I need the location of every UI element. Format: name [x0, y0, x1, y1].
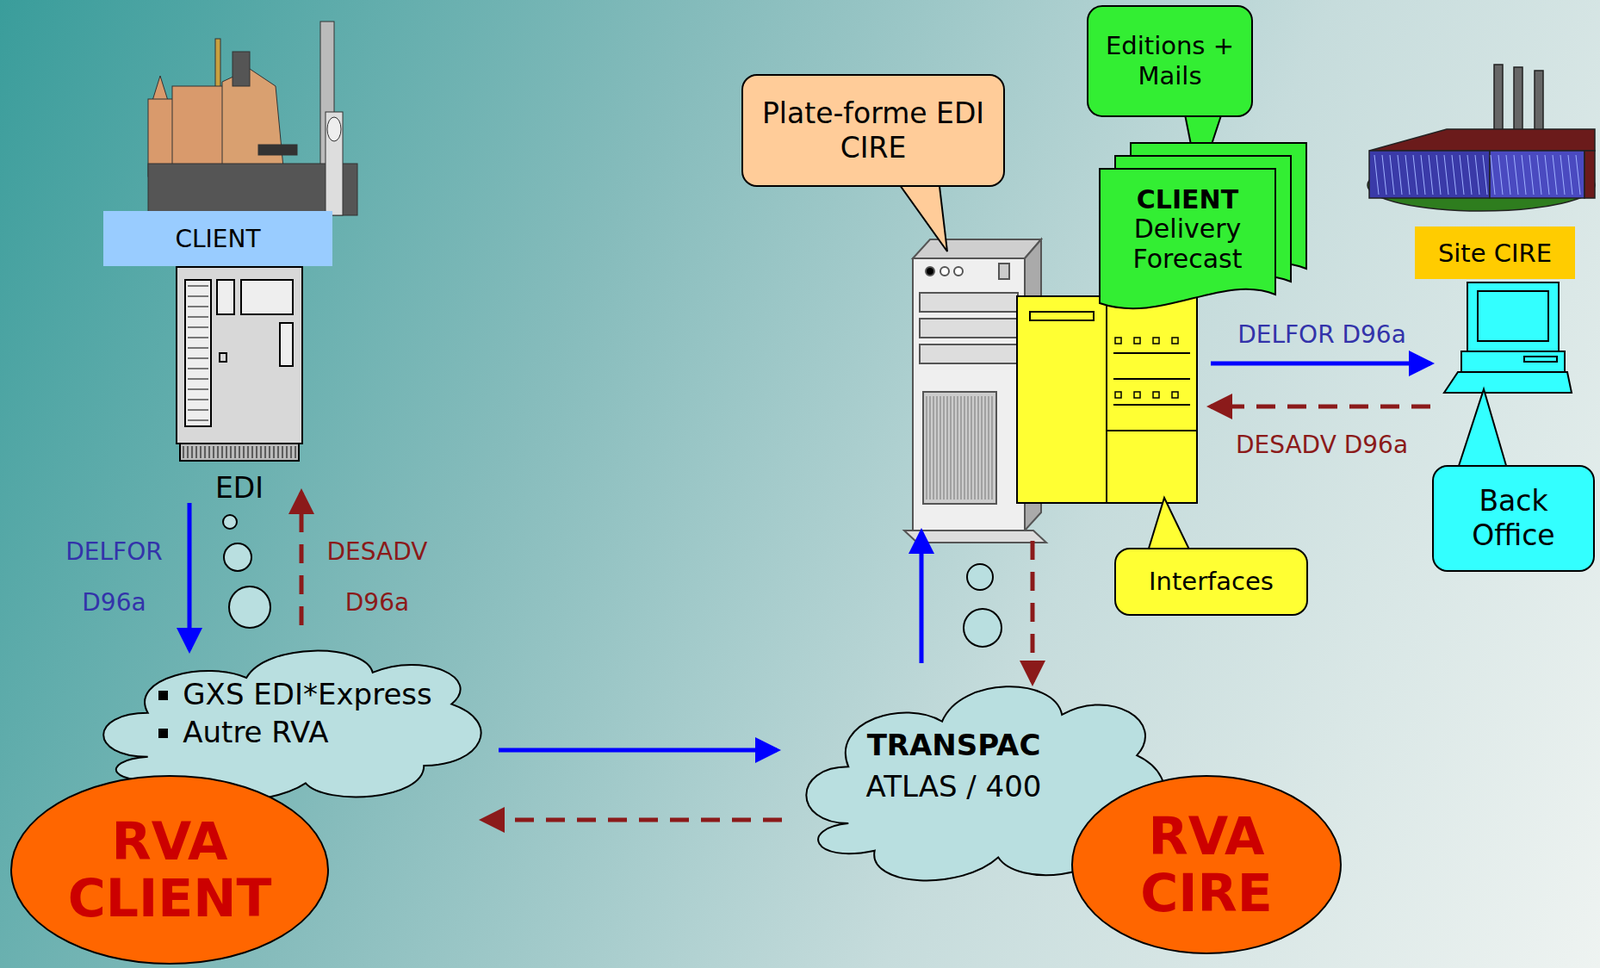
- caption-body: Interfaces: [1148, 566, 1274, 597]
- node-content: CLIENT: [103, 210, 333, 267]
- dashed-arrow: [1210, 404, 1431, 410]
- dashed-arrow: [483, 818, 782, 823]
- edi-platform-server: Plate-forme EDI CIRE: [912, 239, 1042, 531]
- node-text: GXS EDI*Express: [182, 676, 432, 712]
- callout-bubble: Back Office: [1432, 465, 1595, 572]
- dashed-arrow: [299, 492, 304, 626]
- rva-client-ellipse: RVA CLIENT: [10, 775, 329, 965]
- node-text: Editions + Mails: [1098, 31, 1241, 92]
- caption: EDI: [155, 465, 323, 511]
- message-label: DESADV D96a: [316, 527, 438, 629]
- node-content: Site CIRE: [1414, 226, 1576, 280]
- message-label: DELFOR D96a: [1209, 320, 1434, 350]
- node-content: RVA CIRE: [1072, 776, 1340, 953]
- editions-callout: Editions + Mails: [1086, 5, 1253, 118]
- node-text: EDI: [215, 471, 264, 506]
- node-text: RVA CIRE: [1098, 807, 1315, 922]
- client-label: CLIENT: [103, 210, 333, 267]
- node-text: Back Office: [1442, 483, 1585, 552]
- back-office-pc: [1444, 282, 1572, 393]
- node-content: CLIENTDelivery Forecast: [1099, 168, 1276, 291]
- edi-server: [176, 266, 303, 461]
- node-content: Editions + Mails: [1088, 6, 1252, 116]
- interfaces-rack: Interfaces: [1017, 296, 1197, 503]
- node-text: CLIENT: [1136, 185, 1239, 216]
- document-stack: CLIENTDelivery Forecast: [1099, 142, 1307, 312]
- message-label: DESADV D96a: [1209, 430, 1434, 460]
- node-text: CLIENT: [174, 224, 261, 254]
- node-text: Plate-forme EDI CIRE: [751, 96, 995, 165]
- site-label: Site CIRE: [1414, 226, 1576, 280]
- dashed-arrow: [1030, 540, 1036, 683]
- caption-body: EDI: [215, 471, 264, 506]
- node-text: Delivery Forecast: [1108, 214, 1267, 274]
- client-factory: [148, 21, 358, 216]
- node-text: Interfaces: [1148, 566, 1274, 597]
- caption-body: Plate-forme EDI CIRE: [751, 96, 995, 165]
- solid-arrow: [919, 532, 925, 664]
- node-text: RVA CLIENT: [37, 812, 302, 927]
- cire-factory: [1367, 64, 1595, 211]
- node-text: TRANSPAC: [867, 727, 1042, 763]
- caption-body: Back Office: [1442, 483, 1585, 552]
- back-office-pc: Back Office: [1444, 280, 1572, 393]
- bullet-list: GXS EDI*ExpressAutre RVA: [156, 673, 432, 753]
- node-text: Site CIRE: [1438, 238, 1552, 268]
- client-edi-machine: EDI: [176, 266, 303, 462]
- node-text: ATLAS / 400: [866, 768, 1042, 804]
- callout-bubble: Plate-forme EDI CIRE: [741, 74, 1005, 187]
- solid-arrow: [187, 502, 193, 650]
- solid-arrow: [1210, 361, 1431, 366]
- node-content: RVA CLIENT: [12, 776, 328, 963]
- interfaces-rack: [1017, 296, 1197, 503]
- solid-arrow: [498, 748, 777, 753]
- node-text: Autre RVA: [182, 714, 432, 750]
- rva-cire-ellipse: RVA CIRE: [1071, 775, 1342, 955]
- message-label: DELFOR D96a: [55, 527, 173, 629]
- bubbles: [223, 514, 1002, 647]
- callout-bubble: Interfaces: [1114, 547, 1309, 616]
